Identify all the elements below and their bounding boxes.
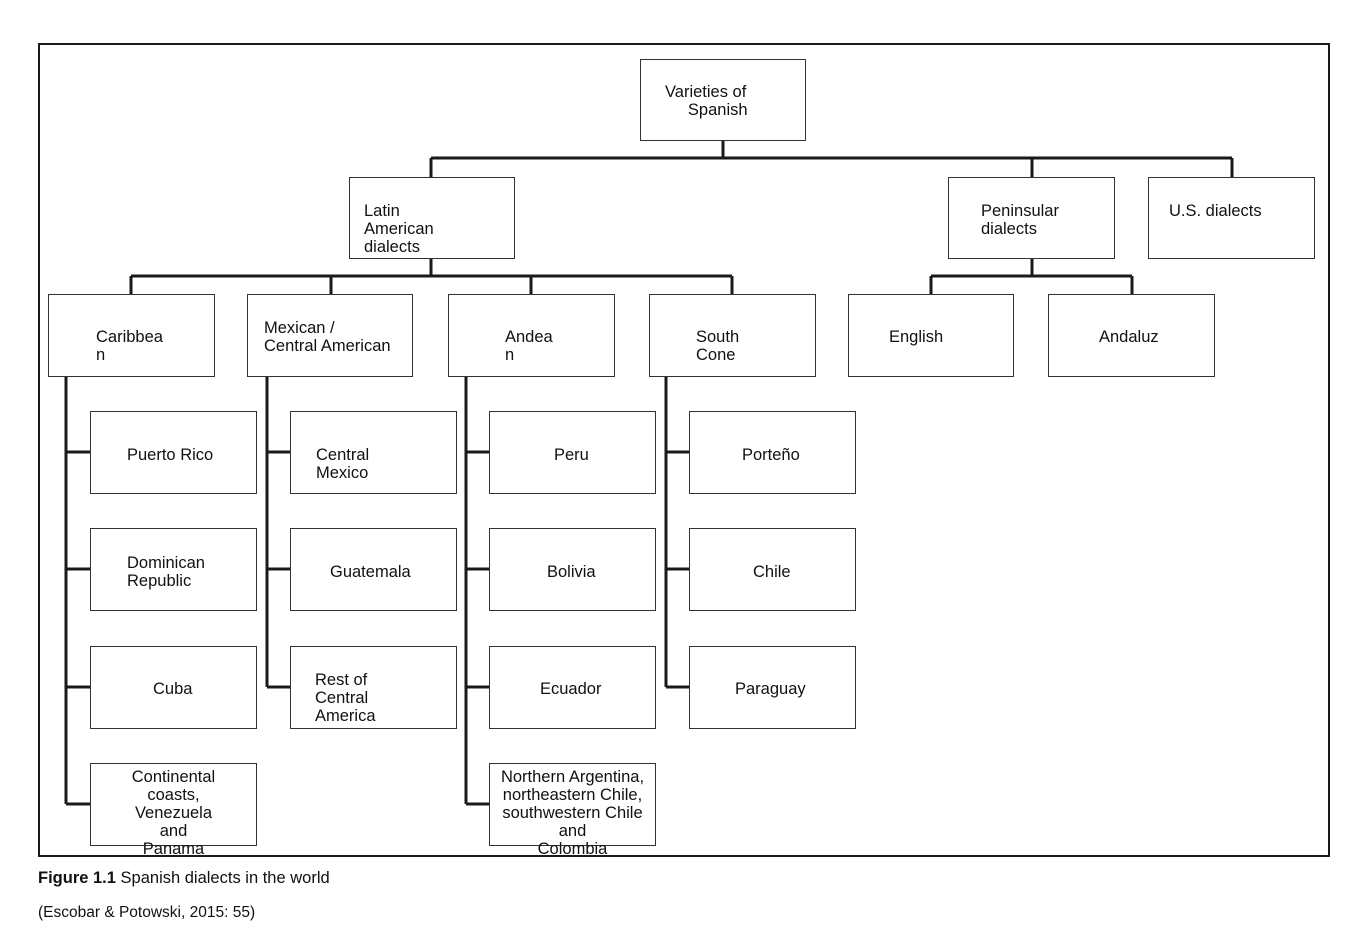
node-label: Northern Argentina, northeastern Chile, … — [500, 768, 645, 858]
node-label: Central Mexico — [316, 446, 370, 482]
node-central-mexico: Central Mexico — [290, 411, 457, 494]
node-cuba: Cuba — [90, 646, 257, 729]
node-label: Peninsular dialects — [981, 202, 1059, 238]
node-label: Ecuador — [540, 680, 602, 698]
node-porteno: Porteño — [689, 411, 856, 494]
node-varieties-of-spanish: Varieties of Spanish — [640, 59, 806, 141]
node-label: Continental coasts, Venezuela and Panama — [131, 768, 216, 858]
node-peninsular-dialects: Peninsular dialects — [948, 177, 1115, 259]
figure-caption: Figure 1.1 Spanish dialects in the world — [38, 869, 330, 888]
node-paraguay: Paraguay — [689, 646, 856, 729]
node-label: Caribbea n — [96, 328, 163, 364]
node-dominican-republic: Dominican Republic — [90, 528, 257, 611]
diagram-frame — [38, 43, 1330, 857]
node-latin-american-dialects: Latin American dialects — [349, 177, 515, 259]
node-peru: Peru — [489, 411, 656, 494]
node-english: English — [848, 294, 1014, 377]
node-us-dialects: U.S. dialects — [1148, 177, 1315, 259]
node-rest-of-central-america: Rest of Central America — [290, 646, 457, 729]
node-label: Paraguay — [735, 680, 806, 698]
node-andaluz: Andaluz — [1048, 294, 1215, 377]
node-label: Mexican / Central American — [264, 319, 391, 355]
node-mexican-central-american: Mexican / Central American — [247, 294, 413, 377]
node-label: South Cone — [696, 328, 740, 364]
node-label: Chile — [753, 563, 791, 581]
node-label: Guatemala — [330, 563, 411, 581]
node-label: English — [889, 328, 944, 346]
node-caribbean: Caribbea n — [48, 294, 215, 377]
node-south-cone: South Cone — [649, 294, 816, 377]
node-label: Varieties of Spanish — [665, 83, 748, 119]
node-label: Andea n — [505, 328, 553, 364]
node-label: Peru — [554, 446, 589, 464]
node-label: Puerto Rico — [127, 446, 214, 464]
node-label: Cuba — [153, 680, 193, 698]
node-andean: Andea n — [448, 294, 615, 377]
node-guatemala: Guatemala — [290, 528, 457, 611]
node-puerto-rico: Puerto Rico — [90, 411, 257, 494]
node-label: Rest of Central America — [315, 671, 376, 725]
node-label: Dominican Republic — [127, 554, 205, 590]
node-label: Porteño — [742, 446, 800, 464]
node-ecuador: Ecuador — [489, 646, 656, 729]
figure-source: (Escobar & Potowski, 2015: 55) — [38, 904, 256, 921]
node-continental-coasts: Continental coasts, Venezuela and Panama — [90, 763, 257, 858]
node-label: Bolivia — [547, 563, 596, 581]
node-label: U.S. dialects — [1169, 202, 1262, 220]
node-bolivia: Bolivia — [489, 528, 656, 611]
node-chile: Chile — [689, 528, 856, 611]
node-label: Latin American dialects — [364, 202, 434, 256]
node-label: Andaluz — [1099, 328, 1159, 346]
node-northern-argentina: Northern Argentina, northeastern Chile, … — [489, 763, 656, 858]
figure-label: Figure 1.1 — [38, 869, 116, 887]
figure-caption-text: Spanish dialects in the world — [115, 869, 330, 887]
